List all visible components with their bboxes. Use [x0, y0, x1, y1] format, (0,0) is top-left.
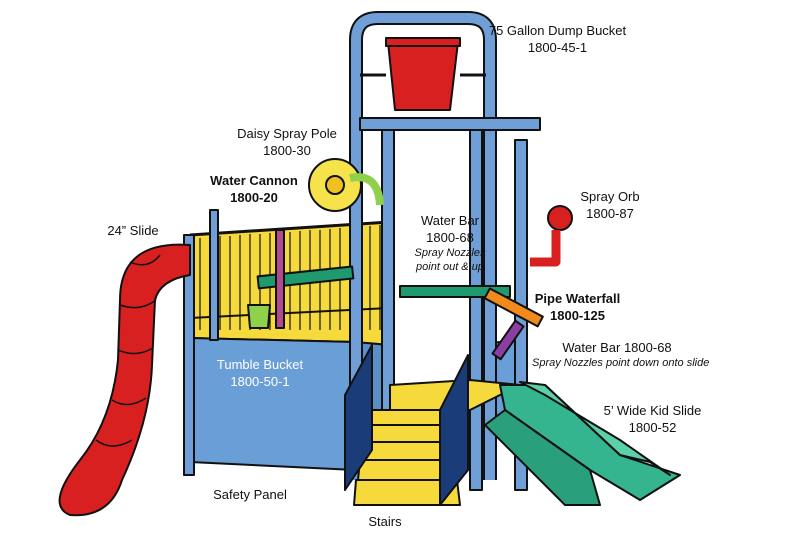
water-cannon-number: 1800-20	[230, 190, 278, 205]
tumble-bucket-title: Tumble Bucket	[216, 357, 304, 372]
label-24-slide: 24” Slide	[98, 222, 168, 239]
water-bar-top-number: 1800-68	[426, 230, 474, 245]
spray-orb-number: 1800-87	[586, 206, 634, 221]
post-left-far	[183, 234, 195, 476]
label-dump-bucket: 75 Gallon Dump Bucket 1800-45-1	[470, 22, 645, 56]
safety-panel-title: Safety Panel	[213, 487, 287, 502]
daisy-pole	[349, 173, 384, 206]
stair-rail-left	[344, 344, 373, 491]
dump-bucket-number: 1800-45-1	[527, 40, 588, 55]
kid-slide-title: 5’ Wide Kid Slide	[603, 403, 702, 418]
label-water-bar-top: Water Bar 1800-68 Spray Nozzles point ou…	[400, 212, 500, 274]
label-tumble-bucket: Tumble Bucket 1800-50-1	[212, 356, 308, 390]
label-water-cannon: Water Cannon 1800-20	[210, 172, 298, 206]
dump-bucket	[387, 41, 459, 111]
dump-bucket-title: 75 Gallon Dump Bucket	[488, 23, 627, 38]
tumble-bucket-number: 1800-50-1	[230, 374, 290, 389]
stair-rail-right	[439, 354, 469, 506]
label-kid-slide: 5’ Wide Kid Slide 1800-52	[595, 402, 710, 436]
pipe-waterfall	[483, 287, 544, 328]
tumble-bucket	[247, 304, 271, 329]
label-pipe-waterfall: Pipe Waterfall 1800-125	[525, 290, 630, 324]
label-daisy-spray-pole: Daisy Spray Pole 1800-30	[232, 125, 342, 159]
water-bar-lower	[491, 319, 525, 361]
kid-slide-side	[484, 409, 601, 506]
spray-orb-title: Spray Orb	[580, 189, 640, 204]
water-cannon-title: Water Cannon	[210, 173, 298, 188]
label-spray-orb: Spray Orb 1800-87	[565, 188, 655, 222]
water-bar-top-title: Water Bar	[420, 213, 480, 228]
water-bar-lower-title: Water Bar 1800-68	[562, 340, 672, 355]
stairs-title: Stairs	[368, 514, 402, 529]
slide-24-title: 24” Slide	[107, 223, 159, 238]
daisy-spray-pole-title: Daisy Spray Pole	[237, 126, 337, 141]
pipe-waterfall-number: 1800-125	[550, 308, 605, 323]
water-bar-top-note-1: Spray Nozzles	[414, 247, 486, 259]
cannon-post	[275, 229, 285, 329]
tube-slide	[58, 243, 191, 517]
label-water-bar-lower: Water Bar 1800-68 Spray Nozzles point do…	[532, 339, 710, 370]
water-bar-top	[399, 285, 511, 298]
stairs	[353, 409, 461, 506]
daisy-spray-pole-number: 1800-30	[263, 143, 311, 158]
water-bar-top-note-2: point out & up	[416, 261, 484, 273]
pipe-waterfall-title: Pipe Waterfall	[534, 291, 621, 306]
daisy-spray-head	[308, 158, 362, 212]
kid-slide-number: 1800-52	[628, 420, 677, 435]
label-safety-panel: Safety Panel	[205, 486, 295, 503]
label-stairs: Stairs	[355, 513, 415, 530]
water-bar-lower-note: Spray Nozzles point down onto slide	[532, 357, 710, 369]
inner-post-right	[469, 129, 483, 491]
